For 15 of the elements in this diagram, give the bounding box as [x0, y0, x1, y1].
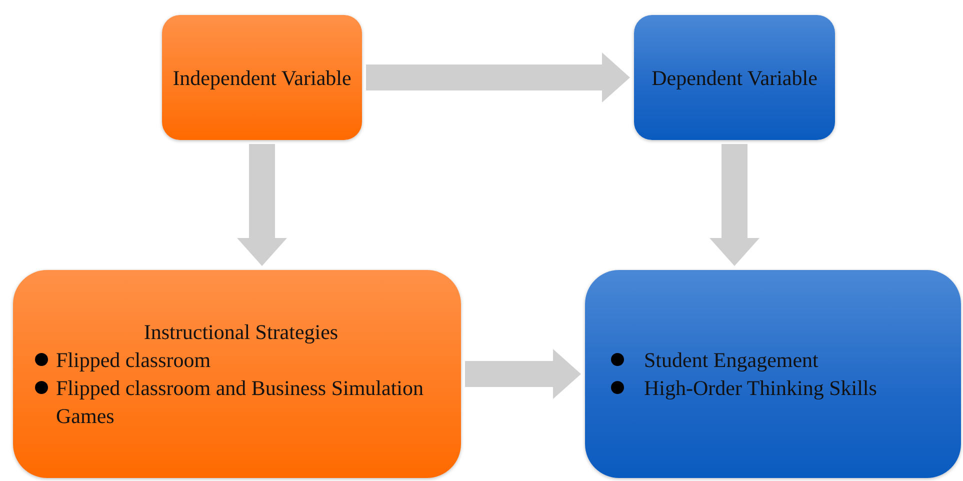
bullet-item: Flipped classroom — [56, 347, 211, 374]
box-label: Independent Variable — [172, 64, 352, 92]
bullet-item: Flipped classroom and Business Simulation Games — [56, 375, 424, 430]
box-label: Dependent Variable — [652, 64, 818, 92]
block-arrow — [465, 349, 581, 399]
block-arrow — [366, 52, 630, 102]
process-box — [162, 15, 362, 140]
process-box — [585, 270, 961, 478]
bullet-item: Student Engagement — [644, 347, 818, 374]
process-box — [13, 270, 461, 478]
bullet-item: High-Order Thinking Skills — [644, 375, 877, 402]
block-arrow — [710, 144, 760, 266]
block-arrow — [237, 144, 287, 266]
box-heading: Instructional Strategies — [142, 319, 340, 346]
process-box — [634, 15, 835, 140]
